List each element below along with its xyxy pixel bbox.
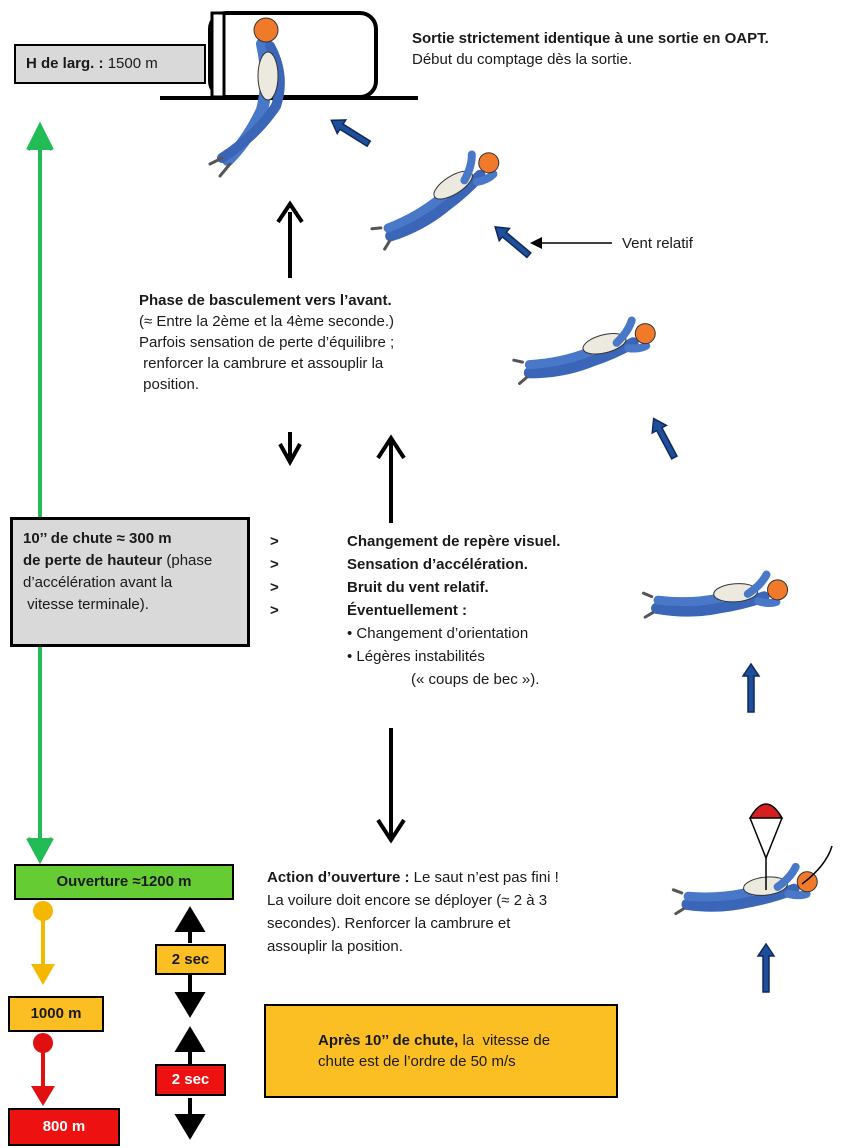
exit-title: Sortie strictement identique à une sorti… [412,30,769,47]
marker-3: > [270,579,279,596]
vent-relatif-pointer [530,237,612,249]
ouverture-action-line-1: La voilure doit encore se déployer (≈ 2 … [267,892,548,909]
vent-relatif-label: Vent relatif [622,235,693,252]
basculement-title: Phase de basculement vers l’avant. [139,292,392,309]
warning-rest-2: chute est de l’ordre de 50 m/s [318,1053,516,1070]
sensation-4: Éventuellement : [347,602,468,619]
basculement-line-3: renforcer la cambrure et assouplir la [139,355,384,372]
ouverture-action-line-2: secondes). Renforcer la cambrure et [267,915,511,932]
skydiver-exit-figure [208,17,285,178]
sensation-markers: > > > > [270,530,279,622]
skydiver-stable-figure [643,573,789,617]
basculement-line-1: (≈ Entre la 2ème et la 4ème seconde.) [139,313,395,330]
skydiver-tilt-figure [367,144,507,249]
speed-warning-box [264,1004,618,1098]
flow-arrows [276,200,406,844]
sensation-3: Bruit du vent relatif. [347,579,489,596]
sensation-2: Sensation d’accélération. [347,556,528,573]
exit-height-label: H de larg. : [26,55,104,72]
chute-line-1: 10’’ de chute ≈ 300 m [23,530,172,547]
marker-4: > [270,602,279,619]
exit-height-box: H de larg. : 1500 m [14,44,206,84]
chute-line-3: d’accélération avant la [23,574,173,591]
marker-1: > [270,533,279,550]
warning-rest-1: la vitesse de [458,1032,551,1049]
green-timeline-arrow [26,121,54,865]
speed-warning-text: Après 10’’ de chute, la vitesse de chute… [318,1030,550,1072]
exit-subtitle: Début du comptage dès la sortie. [412,51,633,68]
sensation-sub-tail: (« coups de bec »). [411,671,540,688]
sensation-1: Changement de repère visuel. [347,533,561,550]
yellow-drop-arrow [31,901,55,985]
chute-line-2-bold: de perte de hauteur [23,552,163,569]
skydiver-tilt2-figure [511,316,659,384]
warning-bold: Après 10’’ de chute, [318,1032,459,1049]
altitude-1000: 1000 m [8,996,104,1032]
two-sec-box-b: 2 sec [155,1064,226,1096]
sensation-sub-2: • Légères instabilités [347,648,485,665]
skydiver-opening-figure [672,803,833,914]
altitude-800: 800 m [8,1108,120,1146]
chute-line-4: vitesse terminale). [23,596,149,613]
altitude-ouverture: Ouverture ≈1200 m [14,864,234,900]
chute-info-box: 10’’ de chute ≈ 300 m de perte de hauteu… [10,517,250,647]
two-sec-box-a: 2 sec [155,944,226,975]
sensation-sub-1: • Changement d’orientation [347,625,529,642]
red-drop-arrow [31,1033,55,1106]
ouverture-action-block: Action d’ouverture : Le saut n’est pas f… [267,866,657,958]
two-sec-arrows [174,906,206,1140]
exit-height-value: 1500 m [107,55,158,72]
ouverture-action-title: Action d’ouverture : [267,869,410,886]
chute-line-2-rest: (phase [162,552,213,569]
ouverture-action-first: Le saut n’est pas fini ! [409,869,559,886]
ouverture-action-line-3: assouplir la position. [267,938,403,955]
basculement-line-2: Parfois sensation de perte d’équilibre ; [139,334,395,351]
basculement-line-4: position. [139,376,200,393]
aircraft-door [160,11,418,100]
basculement-block: Phase de basculement vers l’avant. (≈ En… [139,290,499,395]
relative-wind-arrows [330,119,776,993]
sensations-list: Changement de repère visuel. Sensation d… [347,530,560,691]
marker-2: > [270,556,279,573]
